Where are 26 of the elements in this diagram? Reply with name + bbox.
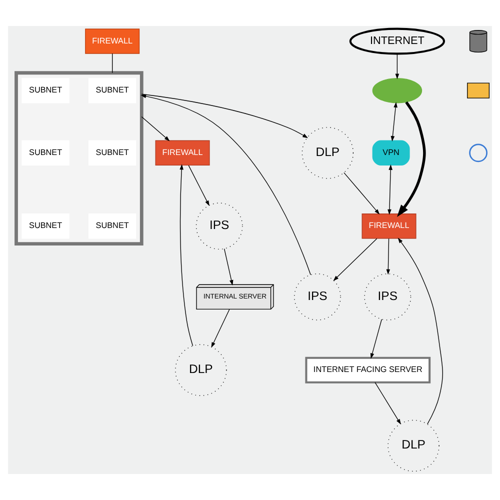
arrow (395, 53, 400, 80)
arrow (398, 238, 443, 424)
arrow (344, 172, 380, 215)
arrow (370, 319, 382, 359)
arrow (390, 102, 398, 142)
arrow (374, 382, 401, 425)
arrow (211, 309, 230, 348)
arrow (333, 238, 378, 281)
arrow (188, 165, 210, 206)
arrow (180, 164, 194, 346)
connector (112, 53, 113, 74)
arrow (141, 116, 170, 142)
arrow (388, 164, 392, 215)
node-ellipse: INTERNET (349, 28, 446, 55)
cluster (14, 71, 144, 246)
arrow (396, 101, 426, 217)
arrow (386, 238, 390, 275)
node-circle: DLP (175, 344, 227, 396)
node-envelope (467, 82, 490, 98)
node-ellipse (372, 78, 422, 104)
node-globe (469, 144, 488, 162)
arrow (224, 248, 234, 286)
node-circle: IPS (364, 274, 412, 320)
arrow (140, 94, 311, 276)
node-circle: IPS (196, 202, 243, 250)
arrow (141, 94, 308, 138)
